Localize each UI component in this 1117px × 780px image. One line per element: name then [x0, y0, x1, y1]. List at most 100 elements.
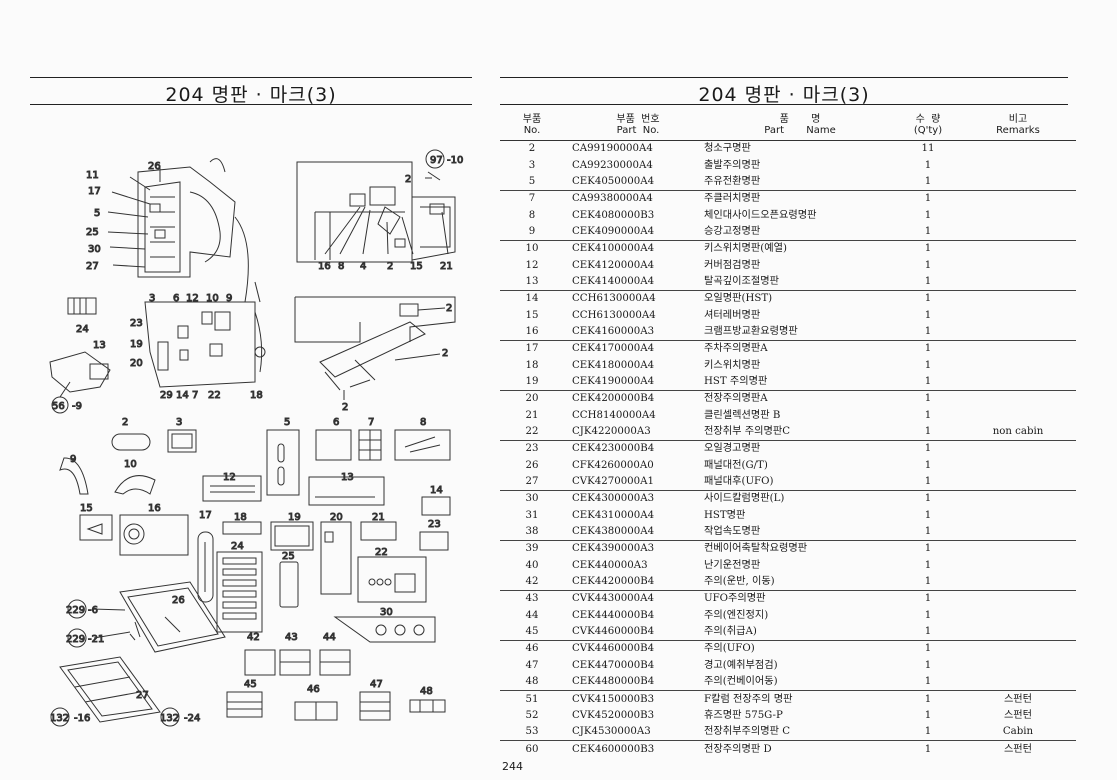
cell-remarks [960, 307, 1076, 323]
cell-quantity: 1 [924, 676, 932, 688]
cell-quantity: 1 [924, 359, 932, 371]
left-top-rule [30, 77, 472, 78]
cell-quantity: 1 [924, 543, 932, 555]
cell-part-index: 38 [525, 526, 539, 538]
callout-label: 29 [160, 390, 173, 401]
callout-label: 21 [440, 261, 453, 272]
header-en: (Q'ty) [913, 125, 943, 136]
callout-label: 42 [247, 632, 260, 643]
cell-part-number: CVK4150000B3 [572, 693, 655, 705]
callout-label: -9 [72, 401, 82, 412]
callout-label: 5 [284, 417, 290, 428]
cell-part-index: 52 [525, 709, 539, 721]
right-page-title: 204 명판 · 마크(3) [698, 84, 870, 106]
callout-label: 9 [226, 293, 232, 304]
label-plates-row1 [59, 429, 451, 516]
cell-part-index: 19 [525, 375, 539, 387]
cell-part-name: 난기운전명판 [704, 559, 761, 571]
callout-label: 24 [231, 541, 244, 552]
callout-label: 132 [160, 713, 179, 724]
callout-label: 25 [86, 227, 99, 238]
callout-label: 22 [375, 547, 388, 558]
cell-quantity: 1 [924, 409, 932, 421]
cell-quantity: 1 [924, 726, 932, 738]
cell-part-name: 주유전환명판 [704, 175, 761, 187]
cell-part-number: CEK4230000B4 [572, 443, 655, 455]
cell-part-index: 48 [525, 676, 539, 688]
cell-part-name: 패널대전(G/T) [704, 459, 768, 471]
cell-part-number: CVK4270000A1 [572, 476, 654, 488]
cell-remarks [960, 291, 1076, 308]
cell-part-number: CEK4390000A3 [572, 543, 655, 555]
cell-remarks: 스펀턴 [1003, 693, 1033, 705]
cell-remarks [960, 608, 1076, 624]
header-en: No. [523, 125, 541, 136]
cell-part-number: CEK4470000B4 [572, 659, 655, 671]
cell-part-name: F칼럼 전장주의 명판 [704, 693, 793, 705]
cell-quantity: 1 [924, 193, 932, 205]
cell-part-number: CEK4310000A4 [572, 509, 655, 521]
callout-label: 2 [387, 261, 393, 272]
callout-label: 229 [66, 634, 85, 645]
cell-part-name: 휴즈명판 575G-P [704, 709, 783, 721]
cell-part-name: 체인대사이드오픈요령명판 [704, 209, 817, 221]
cell-part-number: CEK4170000A4 [572, 343, 655, 355]
cell-part-index: 51 [525, 693, 539, 705]
cell-quantity: 1 [924, 175, 932, 187]
callout-label: 20 [130, 358, 143, 369]
cell-quantity: 1 [924, 426, 932, 438]
page-number: 244 [502, 760, 523, 773]
cell-part-index: 27 [525, 476, 539, 488]
cell-remarks: 스펀턴 [1003, 709, 1033, 721]
header-en: Remarks [996, 125, 1040, 136]
cell-quantity: 1 [924, 693, 932, 705]
cell-part-name: 오일경고명판 [704, 443, 761, 455]
cell-remarks [960, 674, 1076, 691]
cell-part-index: 43 [525, 593, 539, 605]
cell-quantity: 1 [924, 709, 932, 721]
callout-label: -6 [88, 605, 98, 616]
cell-quantity: 11 [921, 143, 935, 155]
cell-part-index: 5 [528, 175, 536, 187]
callout-label: 47 [370, 679, 383, 690]
cell-part-name: 주의(UFO) [704, 643, 755, 655]
cell-part-name: 탈곡깊이조절명판 [704, 275, 779, 287]
cell-part-number: CVK4460000B4 [572, 626, 655, 638]
header-ko: 수 량 [915, 114, 941, 125]
cell-part-number: CJK4220000A3 [572, 426, 651, 438]
cell-quantity: 1 [924, 643, 932, 655]
cell-part-index: 15 [525, 309, 539, 321]
callout-label: -10 [447, 155, 463, 166]
cell-part-number: CEK4380000A4 [572, 526, 655, 538]
callout-label: 30 [88, 244, 101, 255]
cell-part-number: CA99190000A4 [572, 143, 653, 155]
cell-remarks [960, 574, 1076, 591]
cell-quantity: 1 [924, 493, 932, 505]
cell-part-number: CCH6130000A4 [572, 309, 656, 321]
header-ko: 비고 [1008, 114, 1028, 125]
cell-quantity: 1 [924, 243, 932, 255]
callout-label: 30 [380, 607, 393, 618]
cell-part-index: 14 [525, 293, 539, 305]
cell-quantity: 1 [924, 325, 932, 337]
cell-part-number: CVK4430000A4 [572, 593, 654, 605]
cell-part-number: CEK4140000A4 [572, 275, 655, 287]
cell-remarks [960, 508, 1076, 524]
cell-part-name: 주의(운반, 이동) [704, 576, 775, 588]
callout-label: 14 [176, 390, 189, 401]
